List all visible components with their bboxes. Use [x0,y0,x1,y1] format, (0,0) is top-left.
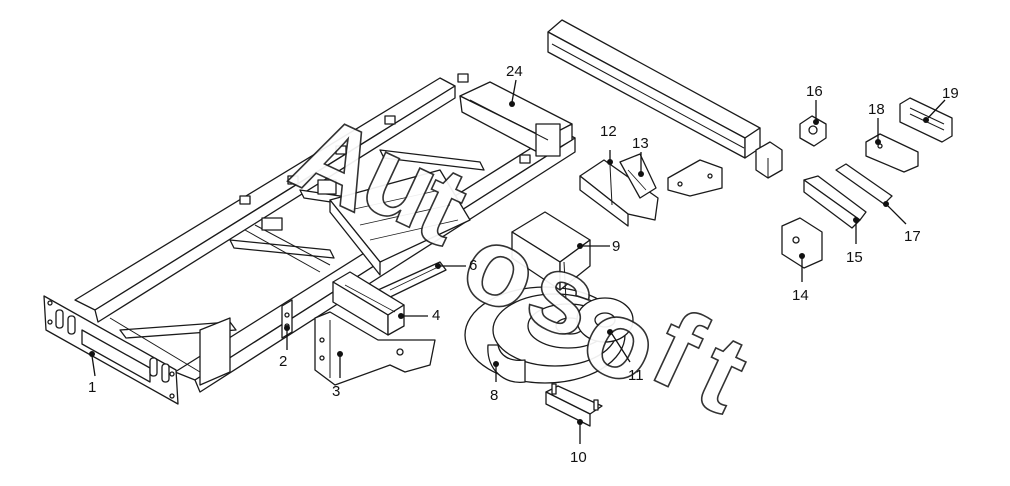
callout-3: 3 [332,351,343,400]
svg-text:10: 10 [570,449,587,466]
svg-text:14: 14 [792,287,809,304]
callout-8: 8 [490,361,499,404]
part-14-plate [781,217,823,269]
part-13-bracket [619,153,657,199]
svg-text:18: 18 [868,101,885,118]
svg-text:11: 11 [628,367,644,384]
callout-16: 16 [806,83,823,125]
svg-text:19: 19 [942,85,959,102]
side-plate [667,159,723,197]
part-10-mount [545,383,603,427]
part-4-box [332,271,405,336]
svg-text:17: 17 [904,228,921,245]
part-9-carrier [511,211,591,301]
callout-17: 17 [883,201,921,245]
svg-text:6: 6 [469,257,477,274]
callout-6: 6 [435,257,477,274]
part-1-rear-plate [43,295,179,405]
callout-2: 2 [279,325,290,370]
svg-text:9: 9 [612,238,620,255]
svg-text:8: 8 [490,387,498,404]
svg-text:24: 24 [506,63,523,80]
callout-19: 19 [923,85,959,123]
svg-text:16: 16 [806,83,823,100]
svg-text:1: 1 [88,379,96,396]
part-11-disc [576,297,634,343]
central-panel [329,169,471,276]
svg-text:3: 3 [332,383,340,400]
part-24-subframe [459,81,573,157]
svg-text:4: 4 [432,307,440,324]
long-rail [547,19,761,159]
callout-14: 14 [792,253,809,304]
callout-18: 18 [868,101,885,145]
part-18-pad [865,133,919,173]
svg-text:13: 13 [632,135,649,152]
callout-4: 4 [398,307,440,324]
callout-24: 24 [506,63,523,107]
svg-text:12: 12 [600,123,617,140]
callout-15: 15 [846,217,863,266]
callouts: 1 2 3 4 6 8 9 10 11 12 13 14 15 16 17 18… [88,63,959,466]
callout-13: 13 [632,135,649,177]
part-12-bracket [579,159,659,227]
callout-11: 11 [607,329,644,384]
part-3-mount [314,311,436,386]
part-15-angle [803,175,867,229]
part-16-block [799,115,827,147]
callout-1: 1 [88,351,96,396]
rail-end-block [755,141,783,179]
callout-9: 9 [577,238,620,255]
svg-text:15: 15 [846,249,863,266]
callout-10: 10 [570,419,587,466]
svg-text:2: 2 [279,353,287,370]
part-17-strip [835,163,893,205]
callout-12: 12 [600,123,617,165]
